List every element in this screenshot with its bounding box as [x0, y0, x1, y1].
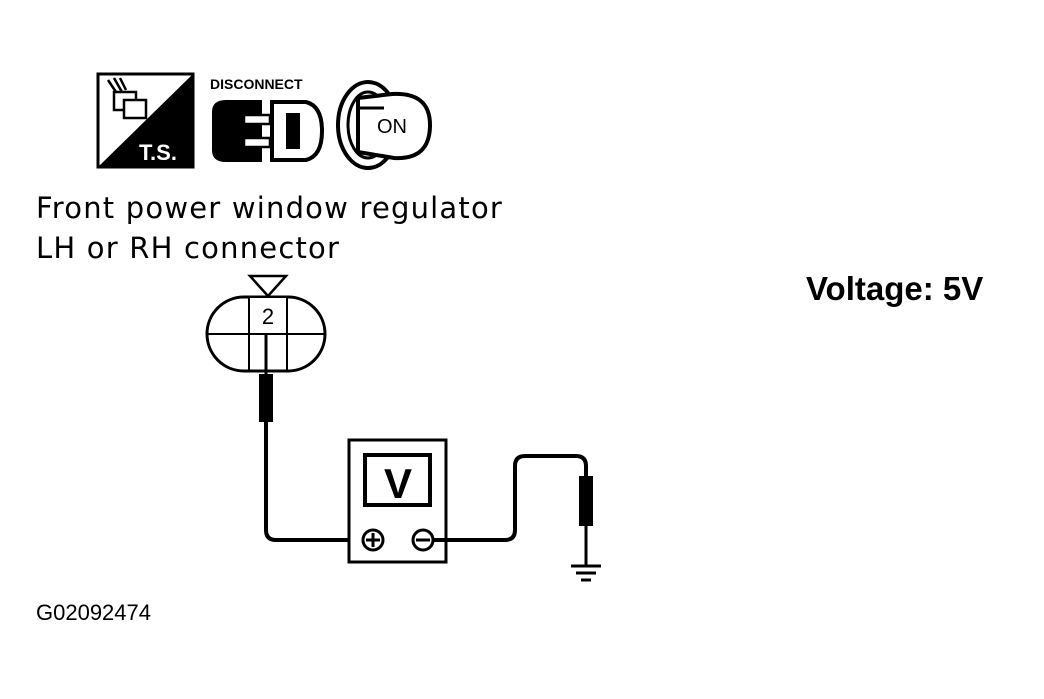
negative-lead-wire — [433, 454, 588, 542]
voltmeter: V — [347, 438, 448, 564]
disconnect-connector-icon: DISCONNECT — [210, 76, 325, 162]
ground-icon — [571, 564, 601, 582]
connector-title-line2: LH or RH connector — [36, 231, 341, 265]
voltage-spec: Voltage: 5V — [806, 270, 984, 307]
positive-lead-wire — [264, 440, 372, 542]
harness-sketch-icon — [106, 77, 148, 120]
disconnect-label: DISCONNECT — [210, 76, 303, 92]
connector-title-line1: Front power window regulator — [36, 191, 504, 225]
meter-unit-label: V — [384, 460, 412, 507]
test-step-label: T.S. — [139, 140, 177, 165]
test-step-icon: T.S. — [96, 72, 195, 169]
terminal-number: 2 — [262, 304, 274, 329]
figure-id: G02092474 — [36, 600, 151, 625]
ignition-on-label: ON — [377, 116, 407, 138]
negative-probe — [579, 476, 593, 566]
ignition-key-on-icon: ON — [336, 80, 433, 170]
positive-probe — [259, 334, 273, 440]
